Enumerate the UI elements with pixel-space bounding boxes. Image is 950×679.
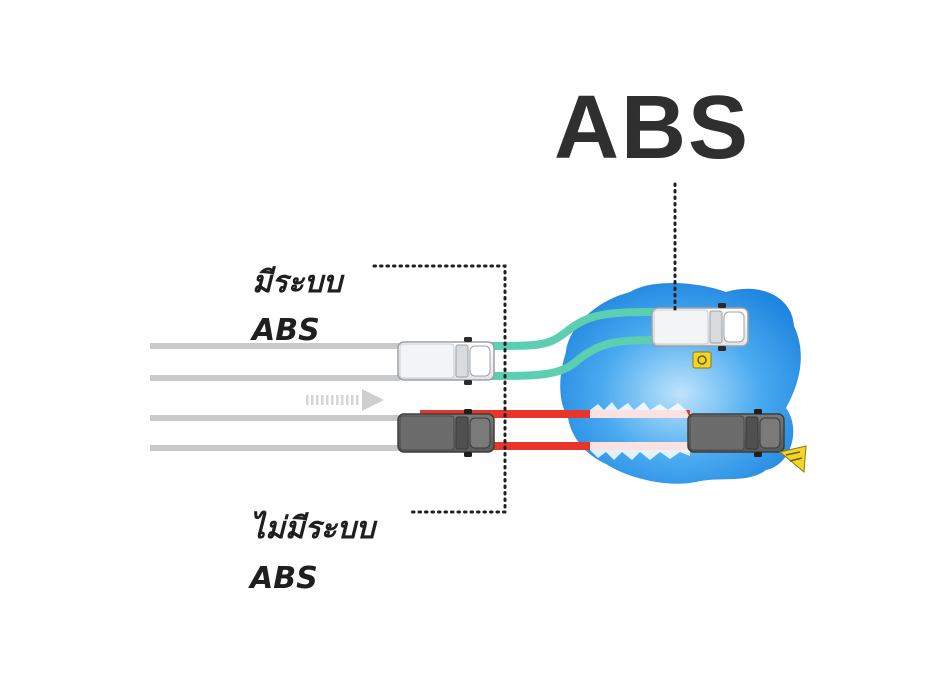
with-abs-label-line1: มีระบบ [252,265,345,300]
without-abs-label-line1: ไม่มีระบบ [250,510,378,546]
direction-arrow-icon [306,389,384,411]
without-abs-label-line2: ABS [248,561,318,596]
diagram-title: ABS [554,78,750,178]
with-abs-leader [372,264,507,514]
car-with-abs-start [397,337,495,385]
with-abs-label-line2: ABS [250,313,320,348]
car-without-abs-end [687,409,785,457]
car-with-abs-end [651,303,749,351]
leader-lines [372,182,677,514]
car-without-abs-start [397,409,495,457]
water-splash [590,402,690,460]
abs-track-top [482,308,658,350]
road-lines [150,343,400,451]
abs-tracks [482,308,658,380]
abs-track-bottom [482,336,658,380]
traffic-cone-icon [778,445,807,474]
warning-sign-icon [692,351,712,369]
